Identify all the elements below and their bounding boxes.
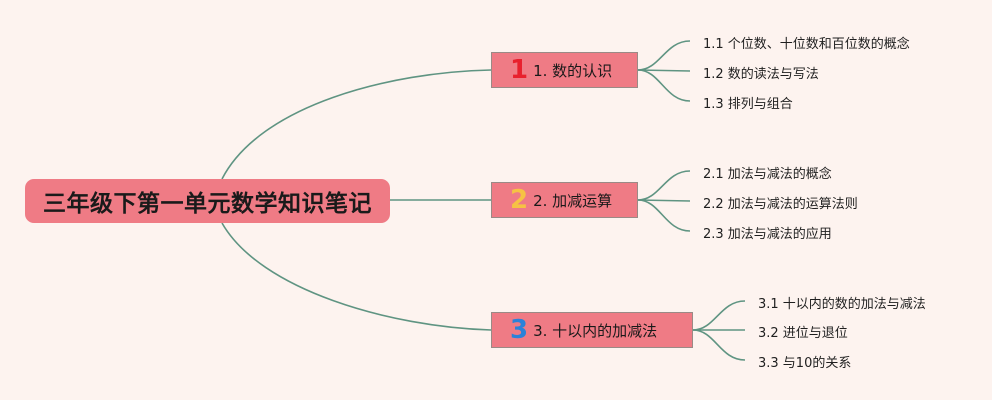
number-one-icon: 1 bbox=[510, 55, 529, 85]
leaf-node[interactable]: 1.3 排列与组合 bbox=[703, 97, 793, 112]
leaf-node[interactable]: 2.3 加法与减法的应用 bbox=[703, 227, 832, 242]
leaf-node[interactable]: 3.2 进位与退位 bbox=[758, 326, 848, 341]
connector-b1-leaf-1 bbox=[637, 40, 691, 71]
connector-b3-leaf-3 bbox=[692, 329, 746, 361]
connector-b1-leaf-2 bbox=[637, 69, 691, 72]
branch-node-3[interactable]: 3 3. 十以内的加减法 bbox=[491, 312, 693, 348]
connector-b2-leaf-1 bbox=[637, 170, 691, 201]
connector-b3-leaf-1 bbox=[692, 300, 746, 331]
branch-label: 1. 数的认识 bbox=[533, 61, 613, 80]
connector-root-branch-3 bbox=[221, 222, 492, 331]
connector-b2-leaf-2 bbox=[637, 199, 691, 202]
root-node[interactable]: 三年级下第一单元数学知识笔记 bbox=[25, 179, 390, 223]
leaf-node[interactable]: 2.1 加法与减法的概念 bbox=[703, 167, 832, 182]
root-label: 三年级下第一单元数学知识笔记 bbox=[43, 191, 372, 217]
leaf-node[interactable]: 1.2 数的读法与写法 bbox=[703, 67, 819, 82]
branch-node-2[interactable]: 2 2. 加减运算 bbox=[491, 182, 638, 218]
leaf-node[interactable]: 3.3 与10的关系 bbox=[758, 356, 852, 371]
branch-label: 2. 加减运算 bbox=[533, 191, 613, 210]
branch-label: 3. 十以内的加减法 bbox=[533, 321, 658, 340]
leaf-node[interactable]: 1.1 个位数、十位数和百位数的概念 bbox=[703, 37, 910, 52]
number-three-icon: 3 bbox=[510, 315, 529, 345]
leaf-node[interactable]: 2.2 加法与减法的运算法则 bbox=[703, 197, 858, 212]
branch-node-1[interactable]: 1 1. 数的认识 bbox=[491, 52, 638, 88]
connector-root-branch-1 bbox=[221, 69, 492, 180]
leaf-node[interactable]: 3.1 十以内的数的加法与减法 bbox=[758, 297, 926, 312]
connector-b1-leaf-3 bbox=[637, 69, 691, 102]
number-two-icon: 2 bbox=[510, 185, 529, 215]
connector-b2-leaf-3 bbox=[637, 199, 691, 232]
